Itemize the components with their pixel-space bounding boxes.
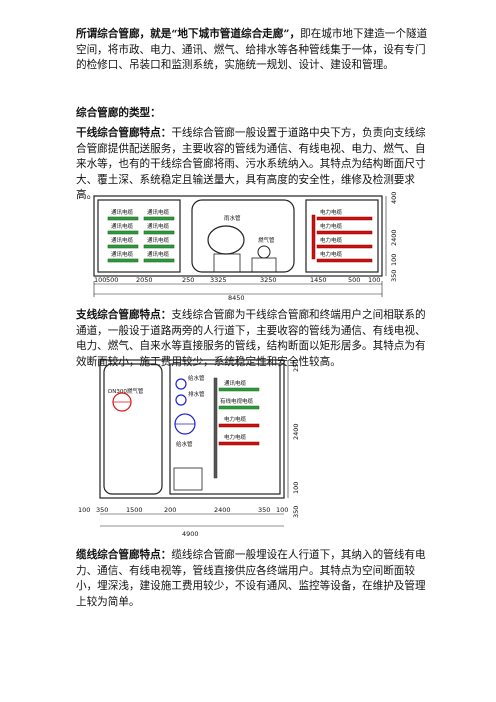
trunk-rain-label: 雨水管 [224,214,241,222]
trunk-dim-4: 250 [182,276,194,284]
gas-pipe-icon [257,245,271,259]
trunk-comm-label-8: 通讯电缆 [147,250,170,258]
types-heading: 综合管廊的类型： [76,107,161,119]
branch-dim-6: 350 [258,506,270,514]
branch-section-figure: DN300燃气管 给水管 排水管 给水管 通讯电缆 有线电视电缆 电力电缆 电力… [78,359,300,538]
trunk-dim-right-3: 100 [390,254,398,266]
trunk-dim-1: 100 [94,276,106,284]
trunk-dim-right-1: 400 [390,192,398,204]
trunk-section-figure: 通讯电缆 通讯电缆 通讯电缆 通讯电缆 通讯电缆 通讯电缆 通讯电缆 通讯电缆 … [93,192,398,302]
trunk-dim-2: 500 [106,276,118,284]
trunk-power-label-3: 电力电缆 [320,236,343,244]
trunk-comm-label-4: 通讯电缆 [147,222,170,230]
pipe-chamber [191,199,295,273]
trunk-comm-label-7: 通讯电缆 [111,250,134,258]
branch-dim-7: 100 [276,506,288,514]
branch-tv-label: 有线电视电缆 [220,397,254,405]
branch-dn300-label: DN300燃气管 [108,387,144,395]
branch-dim-1: 100 [78,506,90,514]
intro-text: 即在城市地下建造一个隧道空间，将市政、电力、通讯、燃气、给排水等各种管线集于一体… [76,28,428,72]
cable-paragraph: 缆线综合管廊特点：缆线综合管廊一般埋设在人行道下，其纳入的管线有电力、通信、有线… [76,548,432,610]
intro-lead: 所谓综合管廊，就是“地下城市管道综合走廊”， [76,28,301,40]
comm-chamber [97,199,181,273]
branch-dim-3: 1500 [126,506,143,514]
branch-big-label: 给水管 [176,440,193,448]
branch-power-label-1: 电力电缆 [224,415,247,423]
trunk-dim-3: 2050 [136,276,153,284]
trunk-text: 干线综合管廊一般设置于道路中央下方，负责向支线综合管廊提供配送服务，主要收容的管… [76,127,426,202]
gas-chamber [103,363,163,495]
branch-lead: 支线综合管廊特点： [76,309,172,321]
branch-dim-total: 4900 [182,530,199,538]
trunk-dim-5: 3325 [210,276,227,284]
water-power-chamber [169,363,281,495]
trunk-comm-label-6: 通讯电缆 [147,236,170,244]
power-chamber [305,199,379,273]
trunk-comm-label-3: 通讯电缆 [111,222,134,230]
cable-text: 缆线综合管廊一般埋设在人行道下，其纳入的管线有电力、通信、有线电视等，管线直接供… [76,549,426,608]
branch-power-label-2: 电力电缆 [224,433,247,441]
trunk-gas-label: 燃气管 [258,236,275,244]
trunk-dim-7: 1450 [310,276,327,284]
branch-water1-label: 给水管 [188,374,205,382]
branch-dim-right-4: 350 [292,506,300,518]
trunk-comm-label-2: 通讯电缆 [147,208,170,216]
trunk-dim-right-2: 2400 [390,229,398,246]
trunk-comm-label-1: 通讯电缆 [111,208,134,216]
water-pipe-icon-2 [175,394,187,406]
branch-comm-label: 通讯电缆 [224,379,247,387]
intro-paragraph: 所谓综合管廊，就是“地下城市管道综合走廊”，即在城市地下建造一个隧道空间，将市政… [76,27,432,74]
trunk-power-label-1: 电力电缆 [320,208,343,216]
branch-text: 支线综合管廊为干线综合管廊和终端用户之间相联系的通道，一般设于道路两旁的人行道下… [76,309,426,368]
trunk-dim-9: 100 [368,276,380,284]
branch-dim-4: 200 [164,506,176,514]
rain-pipe-icon [207,225,245,255]
branch-water2-label: 排水管 [188,390,205,398]
branch-dim-right-3: 100 [292,482,300,494]
trunk-power-label-2: 电力电缆 [320,222,343,230]
branch-dim-2: 350 [96,506,108,514]
cable-lead: 缆线综合管廊特点： [76,549,172,561]
water-pipe-icon-1 [175,378,187,390]
trunk-dim-6: 3250 [260,276,277,284]
branch-dim-right-2: 2400 [292,423,300,440]
branch-dim-right-1: 250 [292,360,300,372]
trunk-paragraph: 干线综合管廊特点：干线综合管廊一般设置于道路中央下方，负责向支线综合管廊提供配送… [76,126,432,204]
branch-dim-5: 2400 [214,506,231,514]
trunk-lead: 干线综合管廊特点： [76,127,172,139]
trunk-comm-label-5: 通讯电缆 [111,236,134,244]
trunk-power-label-4: 电力电缆 [320,250,343,258]
trunk-dim-total: 8450 [228,294,245,302]
trunk-dim-8: 500 [348,276,360,284]
branch-paragraph: 支线综合管廊特点：支线综合管廊为干线综合管廊和终端用户之间相联系的通道，一般设于… [76,308,432,370]
trunk-dim-right-4: 350 [390,270,398,282]
